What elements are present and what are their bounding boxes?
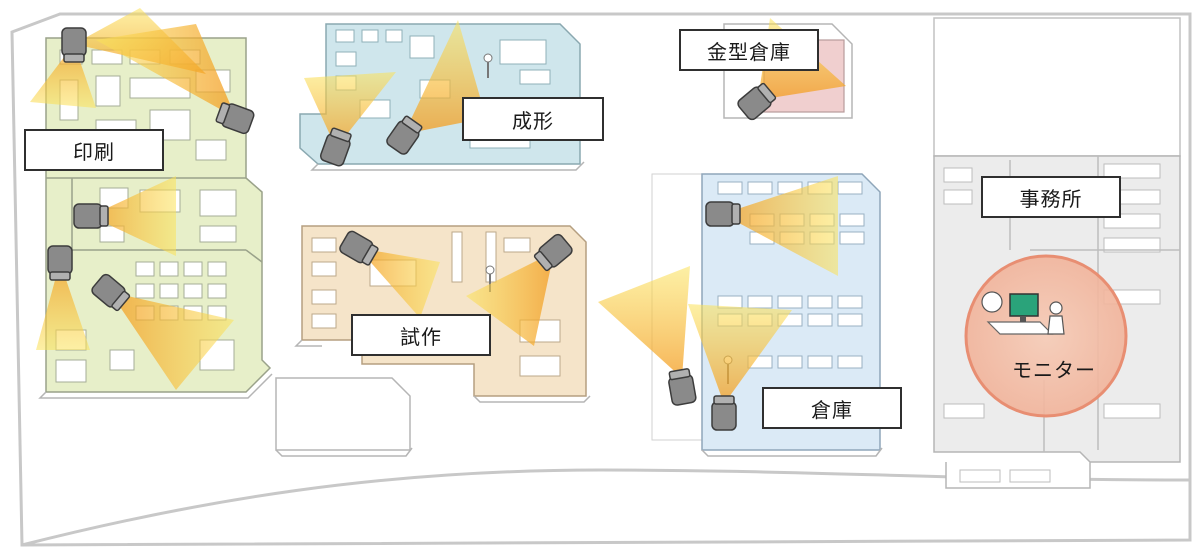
beam-warehouse-3 (688, 304, 792, 404)
monitor-label: モニター (1012, 358, 1096, 382)
monitor-area (964, 254, 1128, 418)
cameras (47, 27, 777, 431)
camera-icon (61, 27, 87, 63)
camera-icon (711, 395, 737, 431)
camera-icon (319, 127, 352, 167)
label-molding: 成形 (462, 97, 604, 141)
camera-icon (91, 273, 131, 312)
beam-printing-5 (36, 262, 90, 350)
beam-prototype-1 (358, 248, 440, 318)
beam-prototype-2 (466, 252, 554, 346)
beam-molding-1 (304, 72, 396, 148)
camera-icon (386, 115, 423, 155)
camera-icon (705, 201, 741, 227)
label-office: 事務所 (981, 176, 1121, 218)
beam-printing-4 (90, 176, 176, 256)
office-building (933, 17, 1181, 489)
empty-building (275, 377, 413, 457)
beam-printing-6 (110, 292, 234, 390)
label-prototype: 試作 (351, 314, 491, 356)
label-mold-storage: 金型倉庫 (679, 29, 819, 71)
camera-icon (339, 230, 379, 266)
camera-icon (73, 203, 109, 229)
beam-warehouse-1 (722, 176, 838, 276)
camera-icon (47, 245, 73, 281)
label-printing: 印刷 (24, 129, 164, 171)
beam-printing-3 (96, 24, 236, 118)
camera-icon (737, 82, 777, 121)
label-warehouse: 倉庫 (762, 387, 902, 429)
camera-icon (668, 368, 697, 406)
beam-warehouse-2 (598, 266, 690, 378)
camera-icon (533, 233, 573, 272)
camera-icon (215, 102, 255, 135)
